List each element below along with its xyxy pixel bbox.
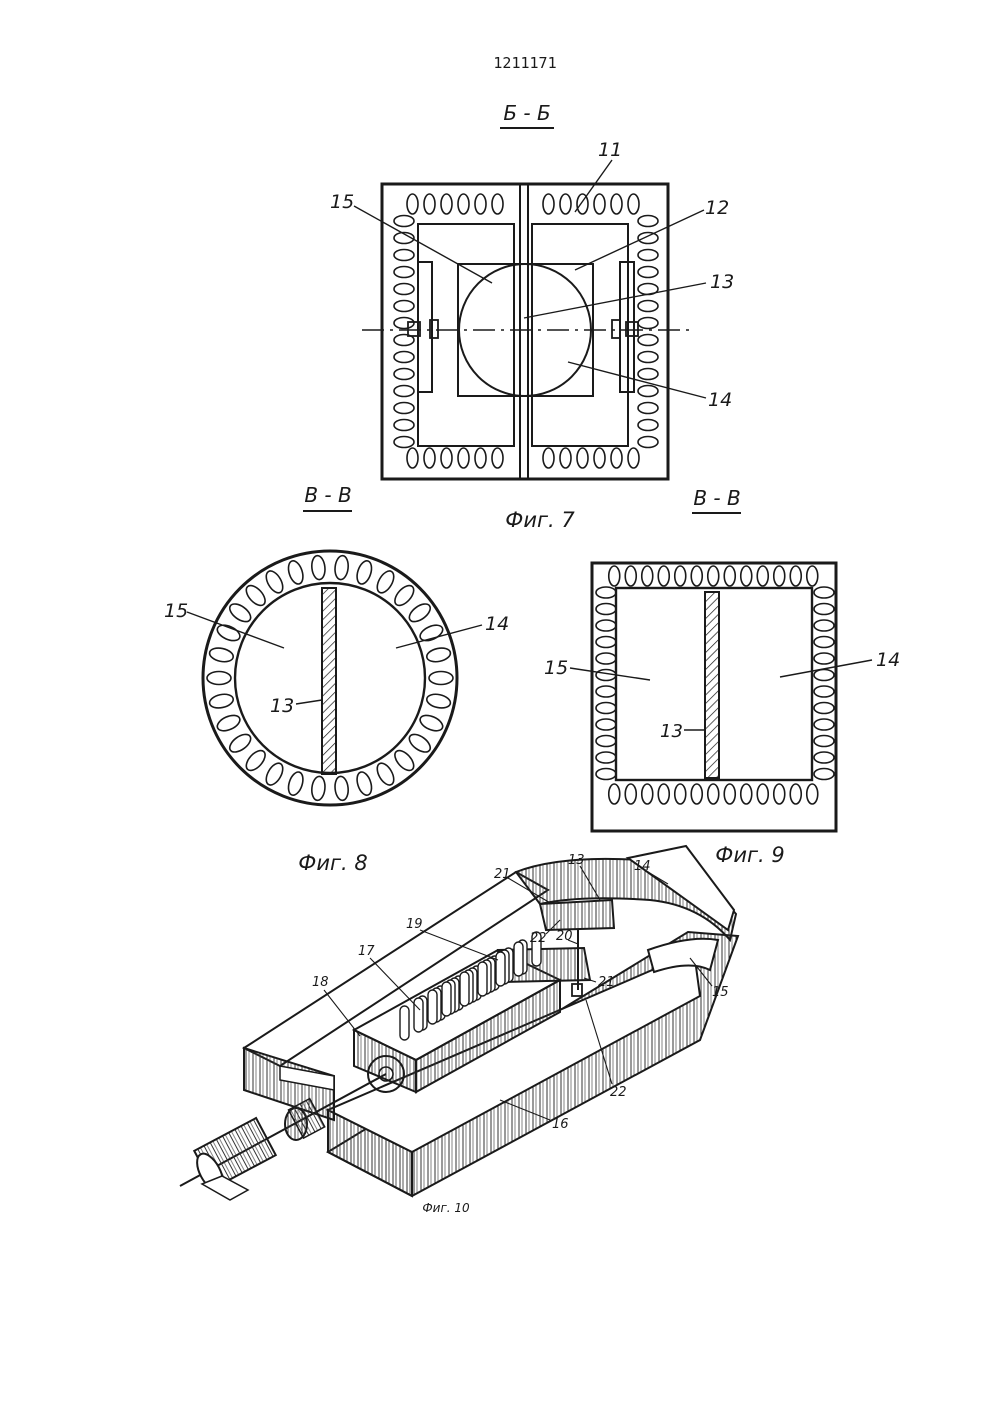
- figure-10: 13 14 15 16 17 18 19 20 21 21 22 22 Фиг.…: [180, 846, 738, 1215]
- fig7-label-11: 11: [598, 139, 622, 161]
- figure-8: В - В 15 14 13 Фиг. 8: [164, 483, 509, 875]
- fig10-label-22-bottom: 22: [610, 1085, 627, 1100]
- fig9-partition: [705, 592, 719, 778]
- fig10-label-20: 20: [556, 929, 573, 944]
- fig8-caption: Фиг. 8: [298, 851, 367, 875]
- fig10-specimen-rod: [496, 952, 505, 986]
- fig10-specimen-rod: [478, 962, 487, 996]
- fig10-motor: [192, 1118, 276, 1200]
- fig10-specimen-rod: [400, 1006, 409, 1040]
- fig8-partition: [322, 588, 336, 774]
- fig10-label-14: 14: [634, 859, 651, 874]
- fig7-label-12: 12: [705, 197, 729, 219]
- fig10-label-17: 17: [358, 944, 375, 959]
- fig10-specimen-rod: [428, 990, 437, 1024]
- fig10-specimen-rod: [442, 982, 451, 1016]
- figure-7: Б - Б 11 12 13 14 15 Фиг. 7: [330, 101, 734, 532]
- fig10-label-22-top: 22: [530, 931, 547, 946]
- fig7-label-14: 14: [708, 389, 732, 411]
- fig10-label-21-bottom: 21: [598, 975, 615, 990]
- fig10-specimen-rod: [460, 972, 469, 1006]
- figure-9: В - В 15 14 13 Фиг. 9: [544, 486, 900, 867]
- fig8-section-title: В - В: [304, 483, 351, 507]
- fig10-specimen-rod: [514, 942, 523, 976]
- fig10-label-16: 16: [552, 1117, 569, 1132]
- fig7-section-title: Б - Б: [503, 101, 550, 125]
- fig8-label-15: 15: [164, 600, 188, 622]
- fig10-label-19: 19: [406, 917, 423, 932]
- fig7-caption: Фиг. 7: [505, 508, 575, 532]
- fig9-section-title: В - В: [693, 486, 740, 510]
- fig7-right-clamp-nut: [612, 320, 620, 338]
- fig7-outer-casing: [382, 184, 668, 479]
- document-number: 1211171: [493, 54, 556, 72]
- fig10-upper-gate: [540, 900, 614, 930]
- fig8-label-14: 14: [485, 613, 509, 635]
- fig10-label-15: 15: [712, 985, 729, 1000]
- fig7-label-15: 15: [330, 191, 354, 213]
- fig7-heater-coil: [394, 194, 658, 468]
- fig10-caption: Фиг. 10: [422, 1201, 470, 1215]
- fig9-label-13: 13: [660, 721, 683, 742]
- fig10-specimen-rod: [414, 998, 423, 1032]
- fig7-label-13: 13: [710, 271, 734, 293]
- fig10-label-21-top: 21: [494, 867, 511, 882]
- fig9-label-15: 15: [544, 657, 568, 679]
- fig8-label-13: 13: [270, 695, 294, 717]
- fig9-caption: Фиг. 9: [715, 843, 784, 867]
- fig10-label-13: 13: [568, 853, 585, 868]
- fig9-label-14: 14: [876, 649, 900, 671]
- fig7-right-chamber: [532, 224, 628, 446]
- fig10-label-18: 18: [312, 975, 329, 990]
